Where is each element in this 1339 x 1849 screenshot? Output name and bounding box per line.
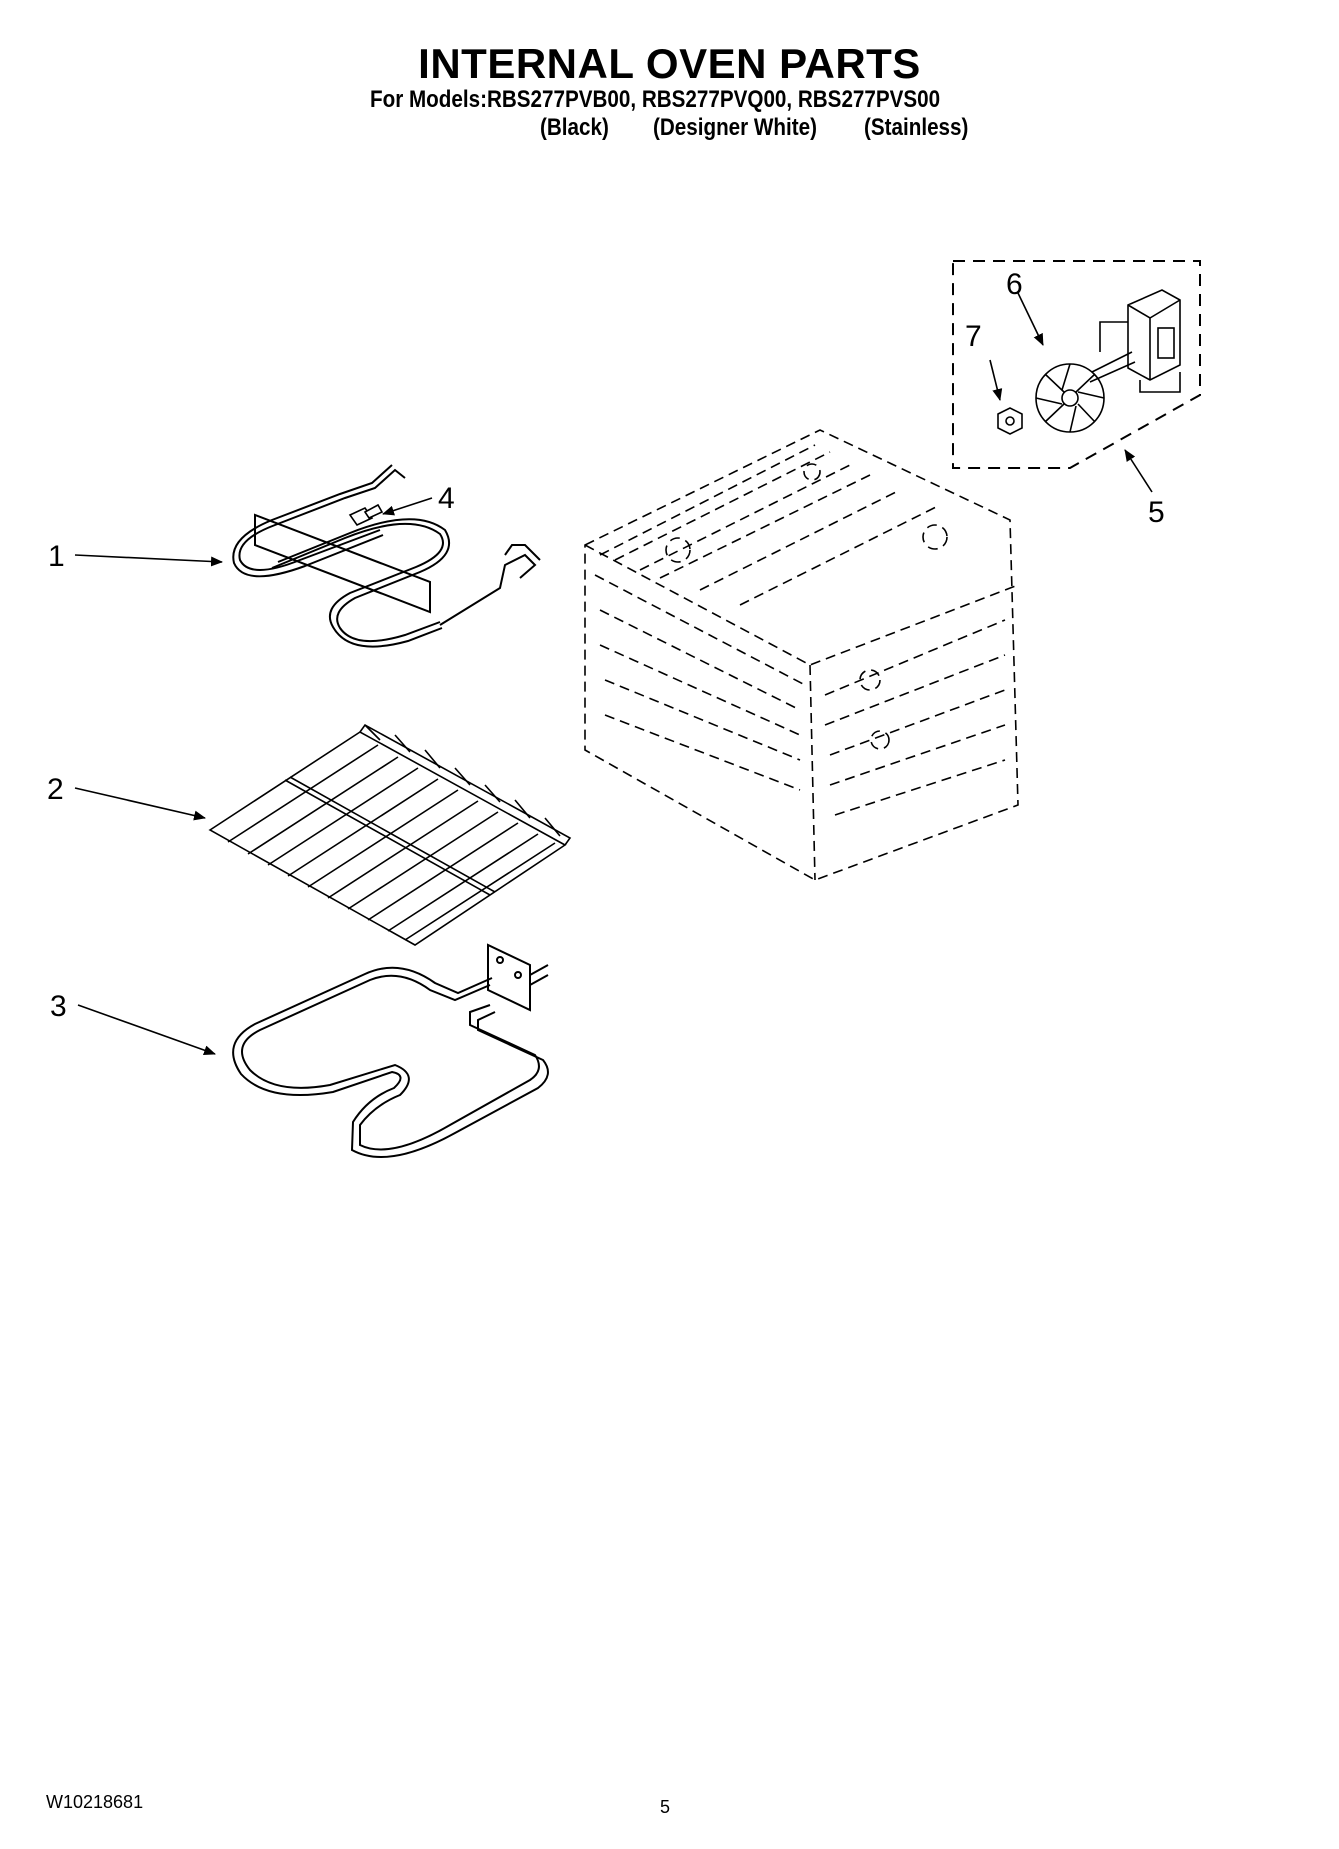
models-line: For Models:RBS277PVB00, RBS277PVQ00, RBS…: [370, 86, 941, 113]
callout-6: 6: [1006, 268, 1023, 301]
callout-1: 1: [48, 540, 65, 573]
upper-element-part: [232, 464, 541, 648]
variant-designer-white: (Designer White): [653, 114, 817, 141]
fan-kit-dashed-box: [952, 260, 1201, 469]
document-number: W10218681: [46, 1792, 144, 1812]
oven-cavity-outline: [584, 429, 1019, 881]
callout-3: 3: [50, 990, 67, 1023]
oven-rack-part: [208, 723, 572, 946]
page-number: 5: [660, 1797, 671, 1817]
variant-black: (Black): [540, 114, 609, 141]
nut-part: [997, 407, 1023, 435]
variant-stainless: (Stainless): [864, 114, 969, 141]
callout-2: 2: [47, 773, 64, 806]
fan-motor-part: [1089, 289, 1181, 393]
callout-5: 5: [1148, 496, 1165, 529]
page-title: INTERNAL OVEN PARTS: [418, 40, 921, 87]
lower-element-part: [232, 943, 549, 1159]
callout-7: 7: [965, 320, 982, 353]
screw-part: [348, 503, 384, 527]
fan-blade-part: [1035, 363, 1105, 433]
leader-arrows: [74, 292, 1153, 1056]
callout-4: 4: [438, 482, 455, 515]
